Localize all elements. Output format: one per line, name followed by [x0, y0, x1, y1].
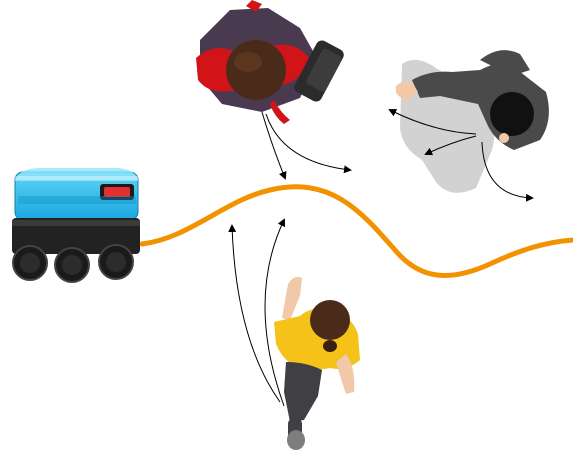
trajectory-arrow [388, 109, 477, 135]
trajectory-arrow [228, 224, 281, 403]
delivery-robot [12, 168, 140, 283]
pedestrian-red-top [196, 0, 344, 124]
planned-robot-path [139, 184, 573, 278]
trajectory-arrow [265, 113, 352, 174]
trajectory-arrow [264, 218, 286, 407]
pedestrian-yellow-bottom [274, 276, 360, 450]
trajectory-arrow [481, 141, 534, 202]
trajectory-arrow [424, 135, 477, 156]
head [490, 92, 534, 136]
trajectory-arrow [261, 111, 287, 180]
handbag [294, 40, 344, 102]
pedestrian-grey-top-right [396, 50, 549, 193]
head [310, 300, 350, 340]
possible-trajectory-arrows [228, 109, 534, 407]
